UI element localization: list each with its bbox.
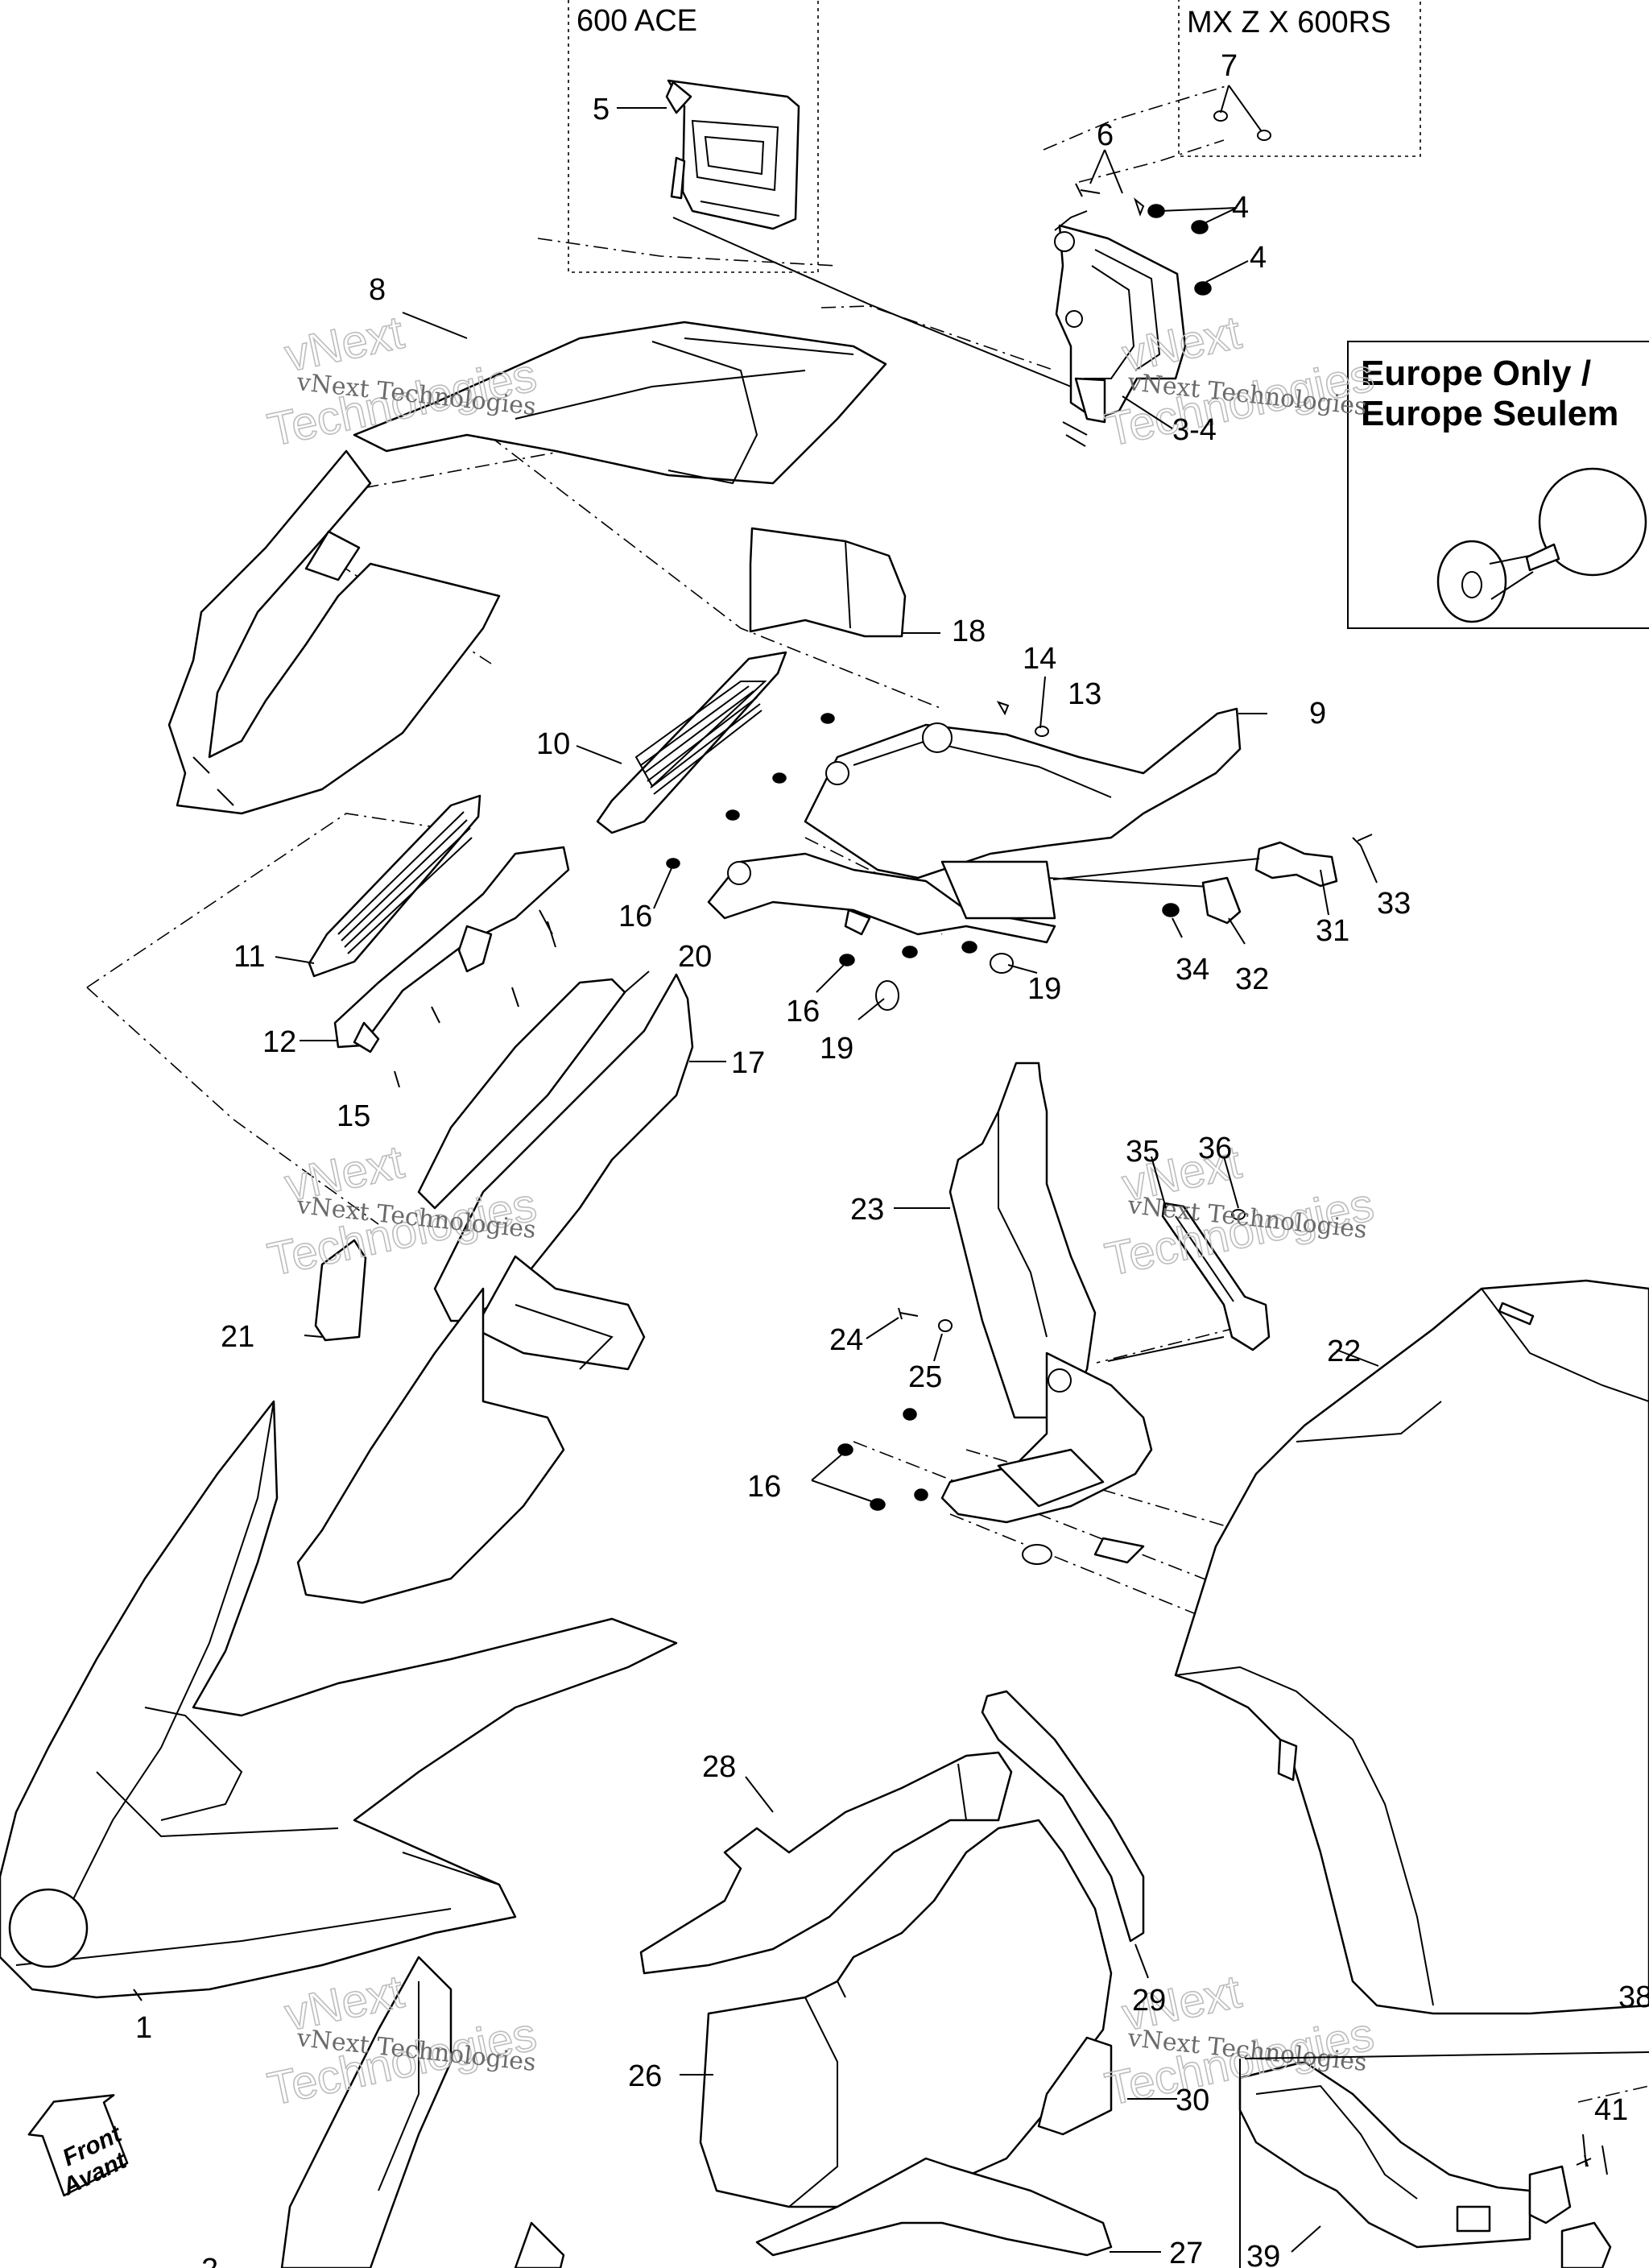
callout-22: 22: [1327, 1335, 1361, 1368]
callout-31: 31: [1316, 914, 1349, 948]
callout-12: 12: [262, 1025, 296, 1059]
part-10-vent: [596, 651, 787, 834]
callout-6: 6: [1097, 118, 1114, 152]
callout-19b: 19: [1027, 972, 1061, 1006]
part-27-strip: [755, 2157, 1113, 2257]
callout-13: 13: [1068, 677, 1101, 711]
part-22-console: [1174, 1279, 1649, 2015]
part-29-trim: [981, 1690, 1145, 1943]
callout-15: 15: [337, 1099, 370, 1133]
callout-38: 38: [1618, 1980, 1649, 2014]
part-1-front-nose: [0, 1400, 678, 1999]
part-30-pad: [1037, 2036, 1113, 2136]
callout-14: 14: [1023, 642, 1056, 676]
part-9-bracket: [707, 707, 1242, 944]
callout-numbers: 5 6 7 4 4 3-4 8 18 9 14 13 10 11 12 15 1…: [135, 49, 1649, 2268]
hardware-24-25-16: [837, 1307, 953, 1511]
callout-41: 41: [1594, 2093, 1628, 2127]
part-23-bracket: [940, 1062, 1153, 1565]
part-35-strap: [1107, 1202, 1271, 1362]
fasteners-4-6-7: [1054, 110, 1271, 296]
region-label-line2: Europe Seulem: [1361, 394, 1618, 433]
part-18-panel: [749, 527, 907, 638]
region-box-europe: Europe Only / Europe Seulem: [1347, 341, 1649, 629]
callout-4b: 4: [1250, 241, 1267, 275]
part-11-vent: [308, 794, 481, 978]
variant-box-600-ace: 600 ACE: [568, 0, 819, 273]
callout-32: 32: [1235, 962, 1269, 996]
part-31-latch: [1052, 834, 1373, 925]
callout-24: 24: [829, 1323, 863, 1357]
callout-5: 5: [593, 93, 610, 126]
callout-18: 18: [952, 615, 986, 648]
callout-27: 27: [1169, 2237, 1203, 2268]
callout-23: 23: [850, 1193, 884, 1227]
callout-19a: 19: [820, 1032, 853, 1066]
callout-16a: 16: [618, 900, 652, 933]
callout-30: 30: [1176, 2084, 1209, 2117]
callout-17: 17: [731, 1046, 765, 1080]
part-8-hood-frame: [167, 321, 887, 815]
callout-4a: 4: [1232, 191, 1249, 225]
callout-28: 28: [702, 1750, 736, 1784]
part-2-windshield: [280, 1956, 565, 2268]
part-12-bracket: [333, 846, 570, 1088]
callout-34: 34: [1176, 953, 1209, 987]
callout-9: 9: [1309, 697, 1326, 730]
callout-21: 21: [221, 1320, 254, 1354]
callout-25: 25: [908, 1360, 942, 1394]
horn-illustration: [1436, 467, 1647, 623]
variant-label-mxz-600rs: MX Z X 600RS: [1187, 6, 1391, 39]
callout-11: 11: [234, 940, 265, 974]
callout-10: 10: [536, 727, 570, 761]
hardware-16-19: [666, 701, 1049, 1011]
callout-16c: 16: [747, 1470, 781, 1504]
callout-16b: 16: [786, 995, 820, 1028]
front-direction-arrow: Front Avant: [27, 2094, 132, 2201]
callout-20: 20: [678, 940, 712, 974]
callout-3-4: 3-4: [1172, 413, 1217, 447]
callout-29: 29: [1132, 1984, 1166, 2018]
callout-35: 35: [1126, 1135, 1159, 1169]
part-28-panel: [639, 1751, 1013, 1975]
callout-7: 7: [1221, 49, 1238, 83]
variant-label-600-ace: 600 ACE: [577, 4, 697, 38]
callout-39: 39: [1246, 2240, 1280, 2268]
leader-lines: [133, 85, 1649, 2268]
region-label-line1: Europe Only /: [1361, 354, 1591, 393]
part-21-pad: [314, 1239, 367, 1342]
callout-1: 1: [135, 2011, 152, 2045]
part-26-panel: [699, 1819, 1113, 2208]
callout-8: 8: [369, 273, 386, 307]
part-3-4-headlight-assembly: [1054, 224, 1187, 447]
callout-2: 2: [201, 2253, 218, 2268]
part-5-headlight: [665, 79, 800, 230]
callout-33: 33: [1377, 887, 1411, 921]
callout-26: 26: [628, 2059, 662, 2093]
part-39-handle: [1238, 2060, 1612, 2268]
variant-box-mxz-600rs: MX Z X 600RS: [1178, 0, 1421, 157]
callout-36: 36: [1198, 1132, 1232, 1165]
part-17-20-side-panels: [296, 973, 694, 1604]
